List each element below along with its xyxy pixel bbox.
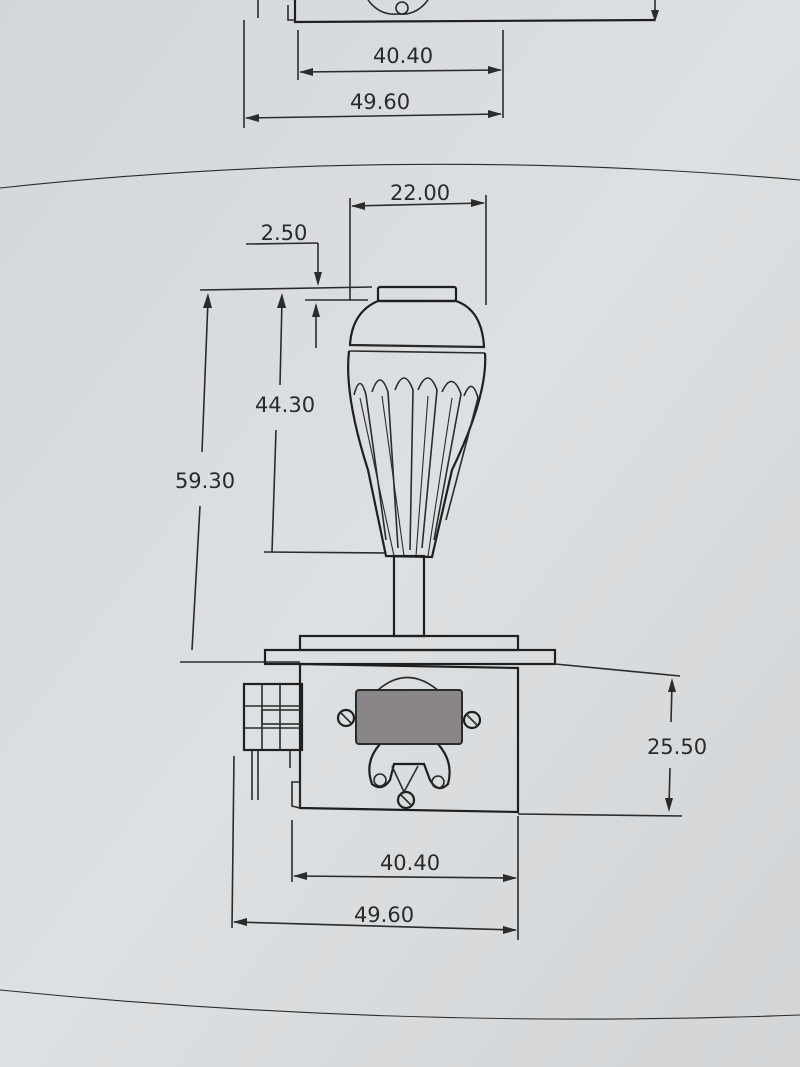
top-view: 40.40 49.60 <box>243 0 659 128</box>
housing-bottom-ext <box>517 813 683 817</box>
bottom-dim-outer-label: 49.60 <box>354 903 414 927</box>
top-ref-line <box>199 286 373 291</box>
top-dim-outer-label: 49.60 <box>350 90 410 114</box>
screw-bottom <box>396 790 416 810</box>
screw-right <box>462 710 482 730</box>
grip-flute-1 <box>353 382 387 541</box>
side-view: 22.00 2.50 59.30 44.30 <box>175 181 707 940</box>
handle-dim-line-upper <box>279 299 283 386</box>
knob-band-bottom <box>348 350 486 354</box>
top-housing-tab <box>287 5 296 21</box>
bottom-dim-outer-arrow-l <box>233 918 247 926</box>
housing-dim-label: 25.50 <box>647 735 707 759</box>
grip-flute-6 <box>445 385 479 521</box>
housing-arc <box>377 676 441 693</box>
knob-dim-label: 22.00 <box>390 181 450 205</box>
top-height-arrow <box>651 10 659 22</box>
microswitch-actuator <box>261 709 303 725</box>
top-hardware <box>367 0 429 16</box>
grip-flute-inner-3 <box>415 395 429 557</box>
section-divider-bottom <box>0 989 800 1020</box>
knob-band-top <box>349 344 485 348</box>
grip-flute-inner-1 <box>359 397 395 557</box>
offset-leader-h <box>245 242 319 245</box>
screw-left-slot <box>339 711 353 725</box>
grip-flute-inner-2 <box>381 395 405 557</box>
top-dim-inner-arrow-r <box>488 66 502 74</box>
bottom-dim-inner-label: 40.40 <box>380 851 440 875</box>
housing-body <box>298 662 520 814</box>
top-dim-inner-arrow-l <box>299 68 313 76</box>
top-dim-outer-arrow-r <box>488 110 502 118</box>
base-plate-lower <box>263 648 557 666</box>
handle-dim-label: 44.30 <box>255 393 315 417</box>
housing-top-ext <box>554 663 681 677</box>
housing-foot-tab <box>291 781 301 810</box>
bottom-dim-inner-line <box>293 875 517 879</box>
lever-mechanism <box>368 743 451 790</box>
total-dim-line-lower <box>191 505 201 651</box>
top-dim-outer-line <box>245 113 502 119</box>
bottom-dim-inner-arrow-r <box>503 874 517 882</box>
top-dim-inner-line <box>299 69 502 73</box>
total-dim-label: 59.30 <box>175 469 235 493</box>
screw-bottom-slot <box>399 793 413 807</box>
grip-flute-5 <box>433 380 462 541</box>
handle-dim-line-lower <box>271 429 277 553</box>
total-dim-line-upper <box>201 299 209 453</box>
knob-dim-arrow-l <box>351 202 365 210</box>
grip-flute-2 <box>371 379 399 549</box>
housing-dim-arrow-top <box>668 678 676 692</box>
housing-dim-arrow-bottom <box>665 798 673 812</box>
lever-pivot-right <box>431 775 445 789</box>
total-dim-arrow-top <box>203 293 212 308</box>
bottom-dim-outer-line <box>233 921 517 931</box>
screw-left <box>336 708 356 728</box>
top-dim-inner-label: 40.40 <box>373 44 433 68</box>
offset-arrow-top <box>314 272 322 286</box>
top-screw <box>395 1 409 15</box>
bottom-dim-inner-arrow-l <box>293 872 307 880</box>
screw-right-slot <box>465 713 479 727</box>
knob-dim-line <box>351 202 485 207</box>
grip-flute-inner-4 <box>427 397 453 557</box>
section-divider-top <box>0 163 800 189</box>
bottom-ext-outer-left <box>231 755 235 929</box>
lever-pivot-left <box>373 773 387 787</box>
label-plate <box>355 689 463 745</box>
bottom-dim-outer-arrow-r <box>503 926 517 934</box>
handle-dim-arrow-top <box>277 293 286 308</box>
grip-flute-3 <box>394 377 414 551</box>
offset-arrow-bottom <box>312 303 320 317</box>
grip-flute-4 <box>417 377 438 549</box>
handle-bottom-ref <box>263 551 386 554</box>
microswitch <box>242 682 304 800</box>
top-dim-outer-arrow-l <box>245 114 259 122</box>
offset-dim-label: 2.50 <box>261 221 308 245</box>
top-housing-edge <box>293 0 656 24</box>
knob-dim-arrow-r <box>471 199 485 207</box>
housing-hardware <box>336 676 482 810</box>
